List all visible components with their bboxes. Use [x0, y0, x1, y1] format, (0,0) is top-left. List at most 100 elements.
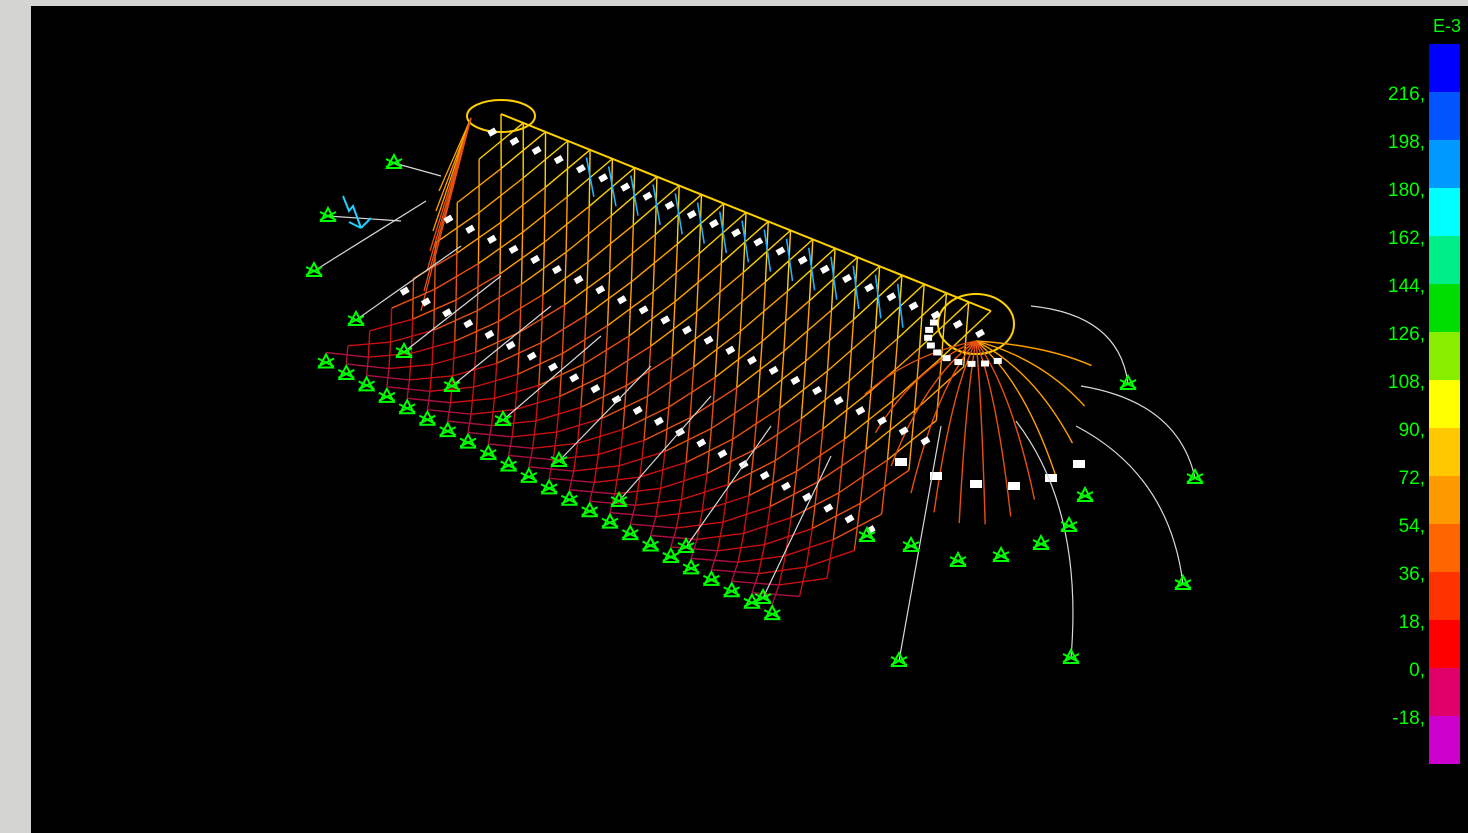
lattice-member: [535, 385, 540, 421]
support-symbol: [550, 450, 568, 467]
lattice-member: [597, 418, 603, 455]
lattice-member: [701, 473, 708, 511]
lattice-member: [832, 513, 882, 541]
support-symbol: [581, 501, 599, 518]
lattice-member: [618, 429, 624, 466]
support-symbol: [754, 587, 772, 604]
lattice-member: [676, 521, 724, 529]
node-mark: [898, 426, 909, 436]
node-mark: [638, 305, 649, 315]
legend-tick-label: 72,: [1398, 468, 1425, 489]
lattice-member: [629, 505, 637, 525]
node-mark: [930, 310, 941, 320]
node-mark: [709, 219, 719, 229]
node-mark: [930, 472, 942, 480]
lattice-member: [368, 352, 412, 358]
lattice-member: [478, 231, 523, 265]
support-symbol: [398, 398, 416, 415]
node-mark: [844, 514, 855, 524]
lattice-member: [838, 439, 846, 493]
lattice-member: [512, 431, 557, 438]
cap-member: [420, 117, 472, 312]
crown-member: [785, 238, 794, 282]
support-symbol: [702, 569, 721, 586]
support-symbol: [949, 550, 967, 567]
lattice-member: [892, 338, 899, 401]
lattice-member: [783, 291, 789, 352]
lattice-member: [517, 352, 563, 375]
lattice-member: [412, 299, 457, 320]
lattice-member: [493, 363, 498, 399]
support-symbol: [1032, 533, 1050, 550]
lattice-member: [519, 284, 523, 333]
lattice-member: [639, 440, 645, 478]
node-mark: [569, 373, 580, 383]
lattice-member: [737, 555, 786, 563]
crown-member: [630, 175, 639, 216]
lattice-member: [365, 357, 370, 376]
node-mark: [717, 449, 728, 459]
support-symbol: [641, 535, 660, 552]
lattice-member: [499, 241, 545, 275]
legend-swatch: [1429, 284, 1460, 332]
node-mark: [967, 360, 976, 367]
lattice-member: [625, 335, 630, 386]
cap-member: [975, 340, 1057, 476]
cap-member: [890, 340, 977, 467]
node-mark: [664, 200, 675, 210]
node-mark: [531, 145, 542, 156]
lattice-member: [674, 244, 679, 302]
node-mark: [487, 127, 498, 137]
node-mark: [611, 394, 622, 405]
lattice-member: [429, 386, 474, 393]
legend-swatch: [1429, 140, 1460, 188]
cable-member: [393, 162, 442, 177]
crown-member: [874, 274, 882, 319]
lattice-member: [680, 462, 687, 500]
lattice-member: [561, 304, 566, 354]
node-mark: [686, 209, 697, 220]
node-mark: [703, 335, 714, 345]
lattice-member: [739, 272, 745, 332]
support-symbol: [494, 409, 512, 426]
lattice-member: [614, 487, 661, 495]
support-symbol: [337, 363, 355, 380]
lattice-member: [452, 341, 456, 376]
lattice-member: [706, 449, 755, 475]
node-mark: [508, 244, 519, 255]
legend-tick-label: 0,: [1409, 660, 1425, 681]
cable-member: [1080, 385, 1196, 479]
crown-member: [852, 265, 860, 310]
cap-member: [975, 340, 1086, 407]
node-mark: [484, 329, 495, 340]
lattice-member: [585, 281, 632, 316]
axis-triad: [342, 195, 372, 229]
support-symbol: [443, 375, 461, 392]
lattice-member: [507, 436, 513, 456]
legend-swatch: [1429, 620, 1460, 668]
node-mark: [802, 492, 813, 502]
lattice-member: [811, 502, 861, 530]
model-viewport[interactable]: E-3 216,198,180,162,144,126,108,90,72,54…: [31, 6, 1468, 833]
lattice-member: [826, 310, 833, 372]
legend-tick-label: 216,: [1388, 84, 1425, 105]
node-mark: [548, 362, 558, 372]
crown-member: [741, 220, 750, 263]
lattice-member: [433, 309, 478, 331]
legend-color-bar: [1429, 44, 1460, 767]
lattice-member: [826, 539, 834, 579]
node-mark: [443, 214, 454, 224]
lattice-member: [635, 498, 682, 506]
lattice-member: [538, 363, 585, 386]
structure-model: [305, 99, 1204, 667]
node-mark: [933, 349, 942, 356]
cap-member: [975, 340, 1012, 517]
lattice-member: [431, 330, 435, 365]
lattice-member: [650, 311, 698, 347]
lattice-member: [843, 400, 894, 440]
legend-tick-label: 144,: [1388, 276, 1425, 297]
cap-member: [975, 340, 1092, 367]
node-mark: [895, 458, 907, 466]
lattice-member: [710, 377, 716, 429]
lattice-member: [646, 346, 652, 397]
